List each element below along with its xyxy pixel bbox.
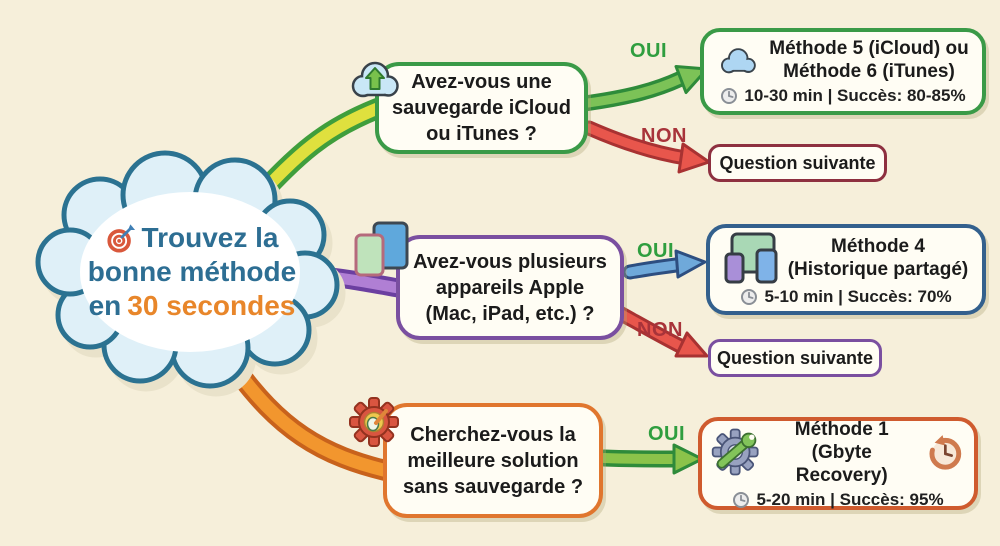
non-label-1: NON (641, 125, 687, 147)
question-box-devices: Avez-vous plusieurs appareils Apple (Mac… (396, 235, 624, 340)
result-title-line: Méthode 5 (iCloud) ou (769, 38, 969, 59)
oui-label-3: OUI (648, 423, 686, 445)
result-meta: 5-20 min | Succès: 95% (756, 489, 944, 509)
result-box-method-5-6: Méthode 5 (iCloud) ou Méthode 6 (iTunes)… (700, 28, 986, 115)
result-box-method-1: Méthode 1 (Gbyte Recovery) 5-20 min | Su… (698, 417, 978, 510)
question-line: ou iTunes ? (426, 123, 537, 145)
diagram-title: Trouvez la bonne méthode en 30 secondes (68, 221, 316, 323)
gear-wrench-icon (711, 428, 759, 476)
question-box-no-backup: Cherchez-vous la meilleure solution sans… (383, 403, 603, 518)
non-label-2: NON (637, 319, 683, 341)
multi-devices-icon (724, 232, 778, 284)
title-line-3-prefix: en (88, 290, 122, 321)
next-question-label: Question suivante (716, 347, 874, 368)
result-meta: 5-10 min | Succès: 70% (764, 287, 952, 306)
oui-label-1: OUI (630, 40, 668, 62)
title-line-3-highlight: 30 secondes (127, 290, 296, 321)
apple-devices-icon (352, 220, 410, 278)
next-question-label: Question suivante (719, 152, 876, 173)
question-line: Avez-vous plusieurs (413, 250, 607, 273)
cloud-upload-icon (347, 56, 403, 102)
question-line: sauvegarde iCloud (392, 97, 571, 119)
result-meta: 10-30 min | Succès: 80-85% (744, 86, 966, 105)
clock-icon (741, 289, 758, 305)
connector-bottom-orange (222, 354, 403, 483)
clock-icon (733, 491, 750, 508)
result-title-line: Méthode 1 (794, 418, 889, 440)
question-line: Cherchez-vous la (410, 423, 576, 446)
question-line: sans sauvegarde ? (402, 475, 584, 498)
gear-icon (348, 396, 400, 448)
question-line: Avez-vous une (411, 71, 552, 93)
title-line-1: Trouvez la (141, 222, 279, 253)
result-title-line: (Historique partagé) (787, 259, 969, 280)
oui-arrow-1 (580, 65, 709, 111)
non-arrow-1 (581, 120, 711, 174)
question-line: (Mac, iPad, etc.) ? (425, 302, 595, 325)
question-line: meilleure solution (407, 449, 579, 472)
next-question-box-1: Question suivante (708, 144, 887, 182)
oui-arrow-3 (595, 443, 704, 475)
result-title-line: Méthode 4 (831, 236, 925, 257)
clock-icon (721, 88, 738, 104)
next-question-box-2: Question suivante (708, 339, 882, 377)
oui-label-2: OUI (637, 240, 675, 262)
history-icon (929, 435, 962, 470)
cloud-icon (721, 48, 757, 74)
cloud-bubble (35, 150, 340, 389)
title-line-2: bonne méthode (87, 256, 297, 287)
result-box-method-4: Méthode 4 (Historique partagé) 5-10 min … (706, 224, 986, 315)
target-icon (106, 224, 135, 253)
result-title-line: Méthode 6 (iTunes) (783, 61, 955, 82)
question-box-backup: Avez-vous une sauvegarde iCloud ou iTune… (375, 62, 588, 154)
oui-arrow-2 (622, 249, 707, 280)
question-line: appareils Apple (435, 276, 585, 299)
result-title-line: (Gbyte Recovery) (795, 441, 888, 486)
